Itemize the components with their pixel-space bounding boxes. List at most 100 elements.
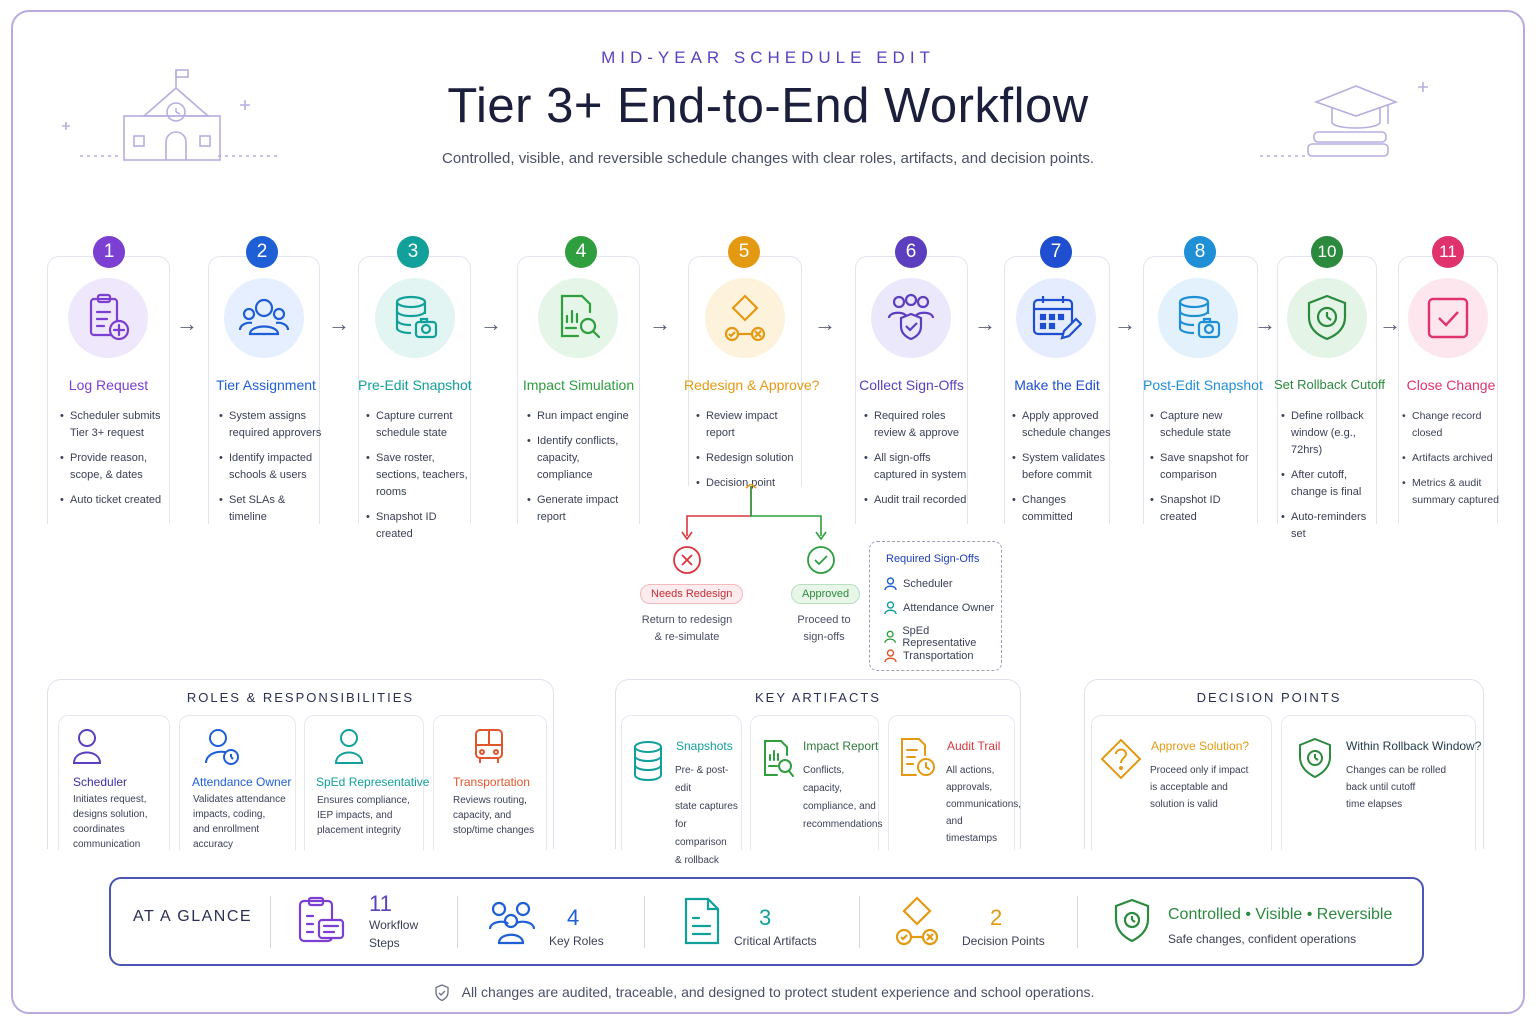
artifacts-panel-title: KEY ARTIFACTS [755, 690, 881, 705]
check-circle-icon [807, 546, 835, 574]
person-icon [72, 729, 102, 764]
step-number: 4 [565, 236, 597, 268]
divider [859, 896, 860, 948]
step-number: 7 [1040, 236, 1072, 268]
flow-arrow: → [814, 311, 836, 336]
roles-panel-title: ROLES & RESPONSIBILITIES [186, 690, 415, 705]
artifact-card-snapshots[interactable] [621, 715, 742, 850]
graduation-books-icon [1260, 82, 1428, 157]
role-name: Transportation [453, 775, 530, 789]
bullet: Required roles review & approve [864, 408, 970, 442]
desc-line: All actions, [946, 765, 995, 776]
page-subtitle: Controlled, visible, and reversible sche… [441, 150, 1094, 167]
decision-points-panel [1084, 679, 1484, 849]
glance-label: AT A GLANCE [133, 908, 253, 925]
bullet: Apply approved schedule changes [1012, 408, 1114, 442]
step-title: Close Change [1406, 377, 1496, 393]
database-camera-icon [1178, 295, 1221, 339]
flow-arrow: → [480, 311, 502, 336]
step-title: Post-Edit Snapshot [1143, 377, 1263, 393]
signoff-item-transportation: Transportation [884, 649, 974, 663]
shield-clock-icon [1114, 898, 1150, 943]
bullet: Change record closed [1402, 408, 1502, 442]
desc-line: back until cutoff [1346, 782, 1416, 793]
decision-card-rollback-window[interactable] [1281, 715, 1476, 850]
bullet: System validates before commit [1012, 450, 1114, 484]
signoff-label: Transportation [903, 650, 974, 662]
bullet: Provide reason, scope, & dates [60, 450, 165, 484]
step-bullets: Scheduler submits Tier 3+ request Provid… [60, 408, 165, 517]
decision-card-approve-solution[interactable] [1091, 715, 1272, 850]
bullet: Decision point [696, 475, 804, 492]
desc-line: Pre- & post-edit [675, 765, 729, 794]
signoff-item-sped: SpEd Representative [884, 625, 1001, 649]
bullet: Audit trail recorded [864, 492, 970, 509]
shield-clock-icon [1299, 737, 1331, 779]
report-search-icon [560, 294, 601, 339]
step-number: 10 [1311, 236, 1343, 268]
signoff-label: SpEd Representative [902, 625, 977, 649]
artifacts-panel [615, 679, 1021, 849]
role-name: SpEd Representative [316, 775, 430, 789]
redesign-note: Return to redesign & re-simulate [632, 612, 742, 646]
clipboard-plus-icon [89, 293, 130, 341]
glance-tagline-sub: Safe changes, confident operations [1168, 932, 1357, 946]
step-number: 6 [895, 236, 927, 268]
flow-arrow: → [328, 311, 350, 336]
artifact-name: Impact Report [803, 739, 879, 753]
redesign-note-line: & re-simulate [654, 631, 720, 643]
artifact-desc: All actions, approvals, communications, … [946, 762, 1021, 847]
bullet: Redesign solution [696, 450, 804, 467]
desc-line: designs solution, [73, 809, 148, 820]
approved-note: Proceed to sign-offs [774, 612, 874, 646]
bus-icon [475, 729, 503, 763]
bullet: Snapshot ID created [1150, 492, 1258, 526]
artifact-card-impact-report[interactable] [750, 715, 879, 850]
role-desc: Validates attendance impacts, coding, an… [193, 792, 293, 852]
divider [270, 896, 271, 948]
artifact-name: Snapshots [676, 739, 733, 753]
step-bullets: Change record closed Artifacts archived … [1402, 408, 1502, 517]
step-number: 11 [1432, 236, 1464, 268]
step-icon-circle [68, 278, 148, 358]
x-circle-icon [673, 546, 701, 574]
footer-note: All changes are audited, traceable, and … [461, 984, 1095, 1000]
bullet: Auto ticket created [60, 492, 165, 509]
artifact-desc: Pre- & post-edit state captures for comp… [675, 762, 741, 870]
role-card-attendance-owner[interactable] [179, 715, 296, 850]
step-icon-circle [705, 278, 785, 358]
flow-arrow: → [1254, 311, 1276, 336]
bullet: After cutoff, change is final [1281, 467, 1379, 501]
role-card-sped-representative[interactable] [304, 715, 424, 850]
people-icon [238, 298, 290, 336]
bullet: Artifacts archived [1402, 450, 1502, 467]
bullet: Review impact report [696, 408, 804, 442]
audit-document-icon [901, 738, 935, 776]
signoff-label: Scheduler [903, 578, 953, 590]
decision-points-panel-title: DECISION POINTS [1196, 690, 1342, 705]
flow-arrow: → [649, 311, 671, 336]
desc-line: and enrollment [193, 824, 260, 835]
step-number: 8 [1184, 236, 1216, 268]
bullet: Capture new schedule state [1150, 408, 1258, 442]
step-title: Log Request [68, 377, 149, 393]
glance-tagline: Controlled • Visible • Reversible [1168, 906, 1393, 923]
desc-line: stop/time changes [453, 825, 535, 836]
signoff-label: Attendance Owner [903, 602, 995, 614]
database-camera-icon [395, 295, 438, 339]
document-list-icon [684, 897, 720, 945]
step-number: 1 [93, 236, 125, 268]
desc-line: recommendations [803, 819, 883, 830]
desc-line: Conflicts, capacity, [803, 765, 845, 794]
step-bullets: Run impact engine Identify conflicts, ca… [527, 408, 637, 534]
divider [1077, 896, 1078, 948]
decision-branch-lines [681, 484, 827, 541]
signoff-item-attendance: Attendance Owner [884, 601, 994, 615]
role-card-scheduler[interactable] [58, 715, 170, 850]
artifact-card-audit-trail[interactable] [888, 715, 1015, 850]
desc-line: for comparison [675, 819, 727, 848]
step-number: 3 [397, 236, 429, 268]
role-card-transportation[interactable] [433, 715, 547, 850]
person-icon [884, 577, 897, 591]
person-icon [884, 630, 897, 643]
